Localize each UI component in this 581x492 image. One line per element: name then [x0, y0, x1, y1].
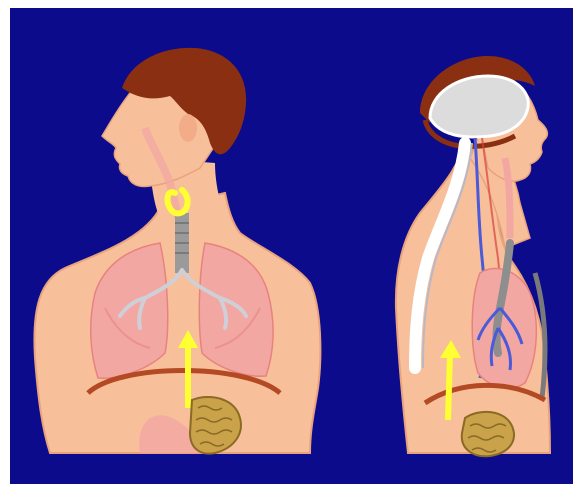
stomach-icon	[462, 412, 514, 456]
vagus-arrow-icon	[448, 353, 450, 420]
respiratory-anatomy-illustration	[10, 8, 573, 484]
front-ear	[179, 114, 197, 142]
front-figure	[34, 48, 320, 454]
side-figure	[396, 56, 550, 456]
illustration-frame	[10, 8, 573, 484]
